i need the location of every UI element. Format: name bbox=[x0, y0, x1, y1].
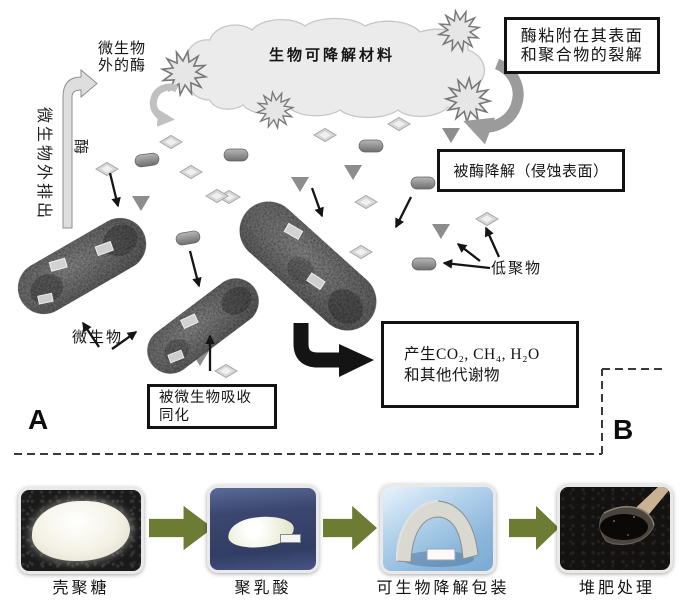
metabolite-bent-arrow bbox=[293, 323, 374, 377]
panel-b-marker: B bbox=[613, 414, 634, 445]
products-line2: 和其他代谢物 bbox=[404, 366, 501, 384]
sample-tag bbox=[280, 534, 301, 543]
microbe-label: 微生物 bbox=[72, 330, 124, 346]
adhesion-cleavage-box: 酶粘附在其表面 和聚合物的裂解 bbox=[504, 17, 660, 74]
assimilation-box: 被微生物吸收 同化 bbox=[147, 384, 277, 429]
degradation-text: 被酶降解（侵蚀表面） bbox=[453, 164, 609, 180]
enzyme-degradation-box: 被酶降解（侵蚀表面） bbox=[437, 149, 625, 192]
bacterium-microbe bbox=[147, 278, 259, 374]
enzyme-label: 酶 bbox=[72, 139, 88, 155]
extracellular-enzyme-line1: 微生物 bbox=[98, 41, 147, 57]
extracellular-enzyme-label: 微生物 外的酶 bbox=[98, 41, 146, 75]
step-label-compost: 堆肥处理 bbox=[578, 580, 655, 597]
packaging-arch-graphic bbox=[395, 500, 479, 567]
flow-arrows bbox=[82, 172, 501, 371]
assimilation-line1: 被微生物吸收 bbox=[159, 389, 252, 406]
secretion-tube-arrow bbox=[62, 68, 98, 229]
adhesion-line1: 酶粘附在其表面 bbox=[520, 27, 644, 45]
compost-trowel-graphic bbox=[599, 487, 670, 545]
secretion-label: 微生物外排出 bbox=[35, 107, 52, 222]
bacterium-microbe bbox=[17, 218, 147, 314]
metabolic-products-box: 产生CO₂, CH₄, H₂O 和其他代谢物 bbox=[381, 321, 579, 408]
chitosan-powder-photo bbox=[18, 487, 144, 574]
biodegradable-packaging-photo bbox=[380, 484, 496, 574]
process-arrow-icon bbox=[323, 505, 377, 551]
step-label-chitosan: 壳聚糖 bbox=[52, 580, 110, 597]
process-arrow-icon bbox=[509, 505, 559, 551]
step-label-packaging: 可生物降解包装 bbox=[376, 580, 510, 597]
products-line1: 产生CO₂, CH₄, H₂O bbox=[404, 345, 540, 363]
bacterium-microbe bbox=[239, 201, 377, 331]
process-arrow-icon bbox=[149, 505, 213, 551]
pla-pellet-cluster bbox=[226, 513, 296, 551]
panel-boundary-dashed-line bbox=[14, 368, 666, 455]
compost-photo bbox=[557, 484, 673, 573]
oligomer-label: 低聚物 bbox=[491, 261, 543, 277]
pla-pellets-photo bbox=[207, 485, 319, 573]
panel-a-marker: A bbox=[28, 404, 49, 435]
biodegradable-material-cloud bbox=[186, 17, 486, 119]
step-label-pla: 聚乳酸 bbox=[234, 580, 292, 597]
adhesion-line2: 和聚合物的裂解 bbox=[520, 46, 644, 64]
extracellular-enzyme-line2: 外的酶 bbox=[98, 58, 147, 74]
enzyme-release-curl-arrow bbox=[149, 83, 179, 127]
cloud-label: 生物可降解材料 bbox=[268, 48, 395, 64]
chitosan-powder-heap bbox=[32, 501, 130, 561]
assimilation-line2: 同化 bbox=[159, 407, 190, 424]
panel-a-graphics bbox=[14, 4, 666, 455]
